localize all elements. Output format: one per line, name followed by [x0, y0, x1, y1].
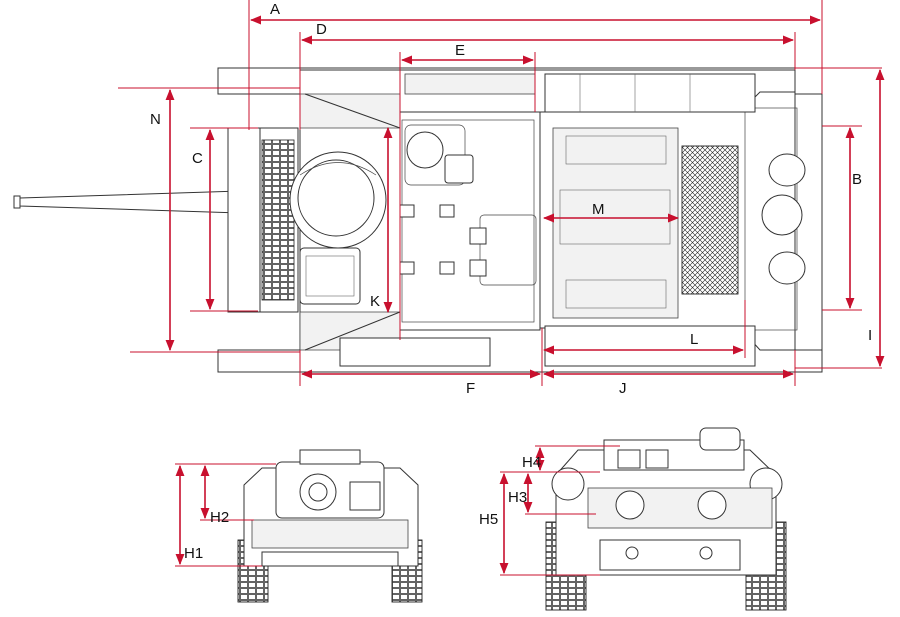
label-E: E: [455, 42, 465, 59]
label-L: L: [690, 331, 698, 348]
gun-barrel: [13, 185, 261, 219]
label-C: C: [192, 150, 203, 167]
top-view: [13, 0, 885, 386]
dimension-labels: A D E N C B I M K L F J H2 H1 H4 H3 H5: [150, 1, 872, 562]
label-H4: H4: [522, 454, 541, 471]
height-dimensions: [175, 445, 620, 576]
label-D: D: [316, 21, 327, 38]
front-view: [237, 449, 423, 603]
top-dimensions: [118, 0, 885, 386]
label-I: I: [868, 327, 872, 344]
label-H5: H5: [479, 511, 498, 528]
label-H1: H1: [184, 545, 203, 562]
roof-hatches: [399, 124, 537, 286]
label-J: J: [619, 380, 627, 397]
label-K: K: [370, 293, 380, 310]
front-track-links: [227, 127, 299, 313]
rear-view: [545, 427, 787, 611]
label-F: F: [466, 380, 475, 397]
label-M: M: [592, 201, 605, 218]
label-N: N: [150, 111, 161, 128]
cupola: [289, 151, 387, 305]
label-H3: H3: [508, 489, 527, 506]
label-B: B: [852, 171, 862, 188]
label-H2: H2: [210, 509, 229, 526]
label-A: A: [270, 1, 280, 18]
